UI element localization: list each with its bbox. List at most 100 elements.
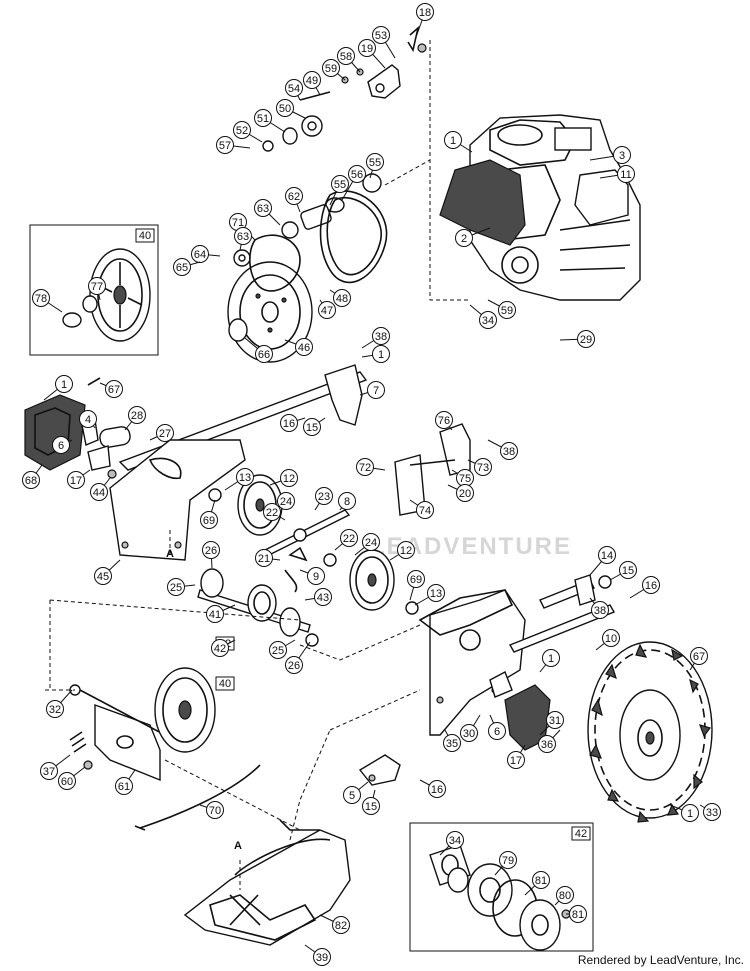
- svg-text:30: 30: [463, 728, 475, 740]
- svg-text:15: 15: [306, 422, 318, 434]
- belt-and-pulleys: [227, 173, 388, 363]
- svg-text:59: 59: [501, 305, 513, 317]
- callout-69: 69: [200, 511, 218, 529]
- callout-65: 65: [173, 258, 191, 276]
- callout-20: 20: [456, 484, 474, 502]
- callout-31: 31: [546, 711, 564, 729]
- svg-text:67: 67: [108, 384, 120, 396]
- callout-75: 75: [456, 469, 474, 487]
- engine-assembly: [439, 114, 641, 301]
- callout-17: 17: [507, 751, 525, 769]
- svg-text:1: 1: [450, 135, 456, 147]
- svg-text:12: 12: [283, 473, 295, 485]
- svg-text:63: 63: [257, 203, 269, 215]
- callout-22: 22: [263, 503, 281, 521]
- svg-text:38: 38: [594, 605, 606, 617]
- callout-53: 53: [372, 26, 390, 44]
- svg-text:40: 40: [139, 230, 151, 242]
- callout-21: 21: [255, 549, 273, 567]
- svg-text:76: 76: [438, 415, 450, 427]
- callout-59: 59: [498, 301, 516, 319]
- svg-text:25: 25: [272, 645, 284, 657]
- callout-43: 43: [314, 588, 332, 606]
- svg-text:49: 49: [306, 75, 318, 87]
- svg-text:7: 7: [373, 385, 379, 397]
- svg-text:2: 2: [461, 233, 467, 245]
- svg-text:58: 58: [340, 51, 352, 63]
- svg-text:82: 82: [335, 920, 347, 932]
- callout-6: 6: [52, 436, 70, 454]
- callout-50: 50: [276, 99, 294, 117]
- callout-24: 24: [362, 533, 380, 551]
- callout-23: 23: [315, 487, 333, 505]
- callout-37: 37: [40, 762, 58, 780]
- svg-text:51: 51: [257, 113, 269, 125]
- svg-text:10: 10: [605, 633, 617, 645]
- svg-text:23: 23: [318, 491, 330, 503]
- callout-56: 56: [348, 165, 366, 183]
- svg-text:47: 47: [321, 305, 333, 317]
- callout-81: 81: [569, 905, 587, 923]
- inset-label-40-lower: 40: [215, 676, 235, 691]
- svg-text:54: 54: [288, 83, 300, 95]
- callout-60: 60: [58, 772, 76, 790]
- svg-text:25: 25: [170, 582, 182, 594]
- callout-34: 34: [479, 311, 497, 329]
- svg-text:67: 67: [693, 651, 705, 663]
- right-frame-assembly: [418, 574, 616, 751]
- callout-2: 2: [455, 229, 473, 247]
- callout-54: 54: [285, 79, 303, 97]
- svg-text:1: 1: [61, 379, 67, 391]
- svg-text:61: 61: [118, 781, 130, 793]
- callout-38: 38: [372, 327, 390, 345]
- callout-10: 10: [602, 629, 620, 647]
- svg-text:66: 66: [258, 349, 270, 361]
- callout-57: 57: [216, 136, 234, 154]
- svg-text:19: 19: [361, 43, 373, 55]
- callout-1: 1: [542, 649, 560, 667]
- callout-47: 47: [318, 301, 336, 319]
- callout-73: 73: [474, 458, 492, 476]
- callout-38: 38: [500, 442, 518, 460]
- callout-46: 46: [295, 338, 313, 356]
- svg-text:55: 55: [369, 157, 381, 169]
- svg-text:17: 17: [70, 475, 82, 487]
- svg-text:68: 68: [25, 475, 37, 487]
- callout-55: 55: [366, 153, 384, 171]
- callout-55: 55: [331, 175, 349, 193]
- callout-15: 15: [362, 797, 380, 815]
- svg-text:16: 16: [431, 784, 443, 796]
- callout-27: 27: [156, 424, 174, 442]
- callout-15: 15: [619, 561, 637, 579]
- callout-3: 3: [613, 146, 631, 164]
- callout-29: 29: [577, 330, 595, 348]
- svg-text:14: 14: [601, 550, 613, 562]
- callout-16: 16: [280, 414, 298, 432]
- callout-28: 28: [128, 406, 146, 424]
- svg-text:42: 42: [214, 643, 226, 655]
- callout-layer: 1853195859495450515257555655626371636465…: [22, 3, 721, 966]
- svg-text:39: 39: [316, 952, 328, 964]
- svg-text:1: 1: [687, 808, 693, 820]
- callout-8: 8: [338, 492, 356, 510]
- svg-text:13: 13: [430, 588, 442, 600]
- svg-text:64: 64: [194, 249, 206, 261]
- callout-67: 67: [105, 380, 123, 398]
- idler-bracket-assembly: [262, 25, 427, 152]
- svg-text:35: 35: [446, 738, 458, 750]
- lever-bracket-assembly: [394, 423, 471, 516]
- wheel-tire: [587, 641, 713, 823]
- callout-22: 22: [340, 529, 358, 547]
- callout-1: 1: [444, 131, 462, 149]
- callout-1: 1: [681, 804, 699, 822]
- callout-4: 4: [79, 410, 97, 428]
- callout-52: 52: [233, 121, 251, 139]
- svg-text:17: 17: [510, 755, 522, 767]
- callout-59: 59: [322, 59, 340, 77]
- svg-text:79: 79: [502, 855, 514, 867]
- lower-pulley-40: [154, 667, 216, 753]
- svg-text:1: 1: [548, 653, 554, 665]
- inset-differential-42: [429, 844, 571, 951]
- svg-text:37: 37: [43, 766, 55, 778]
